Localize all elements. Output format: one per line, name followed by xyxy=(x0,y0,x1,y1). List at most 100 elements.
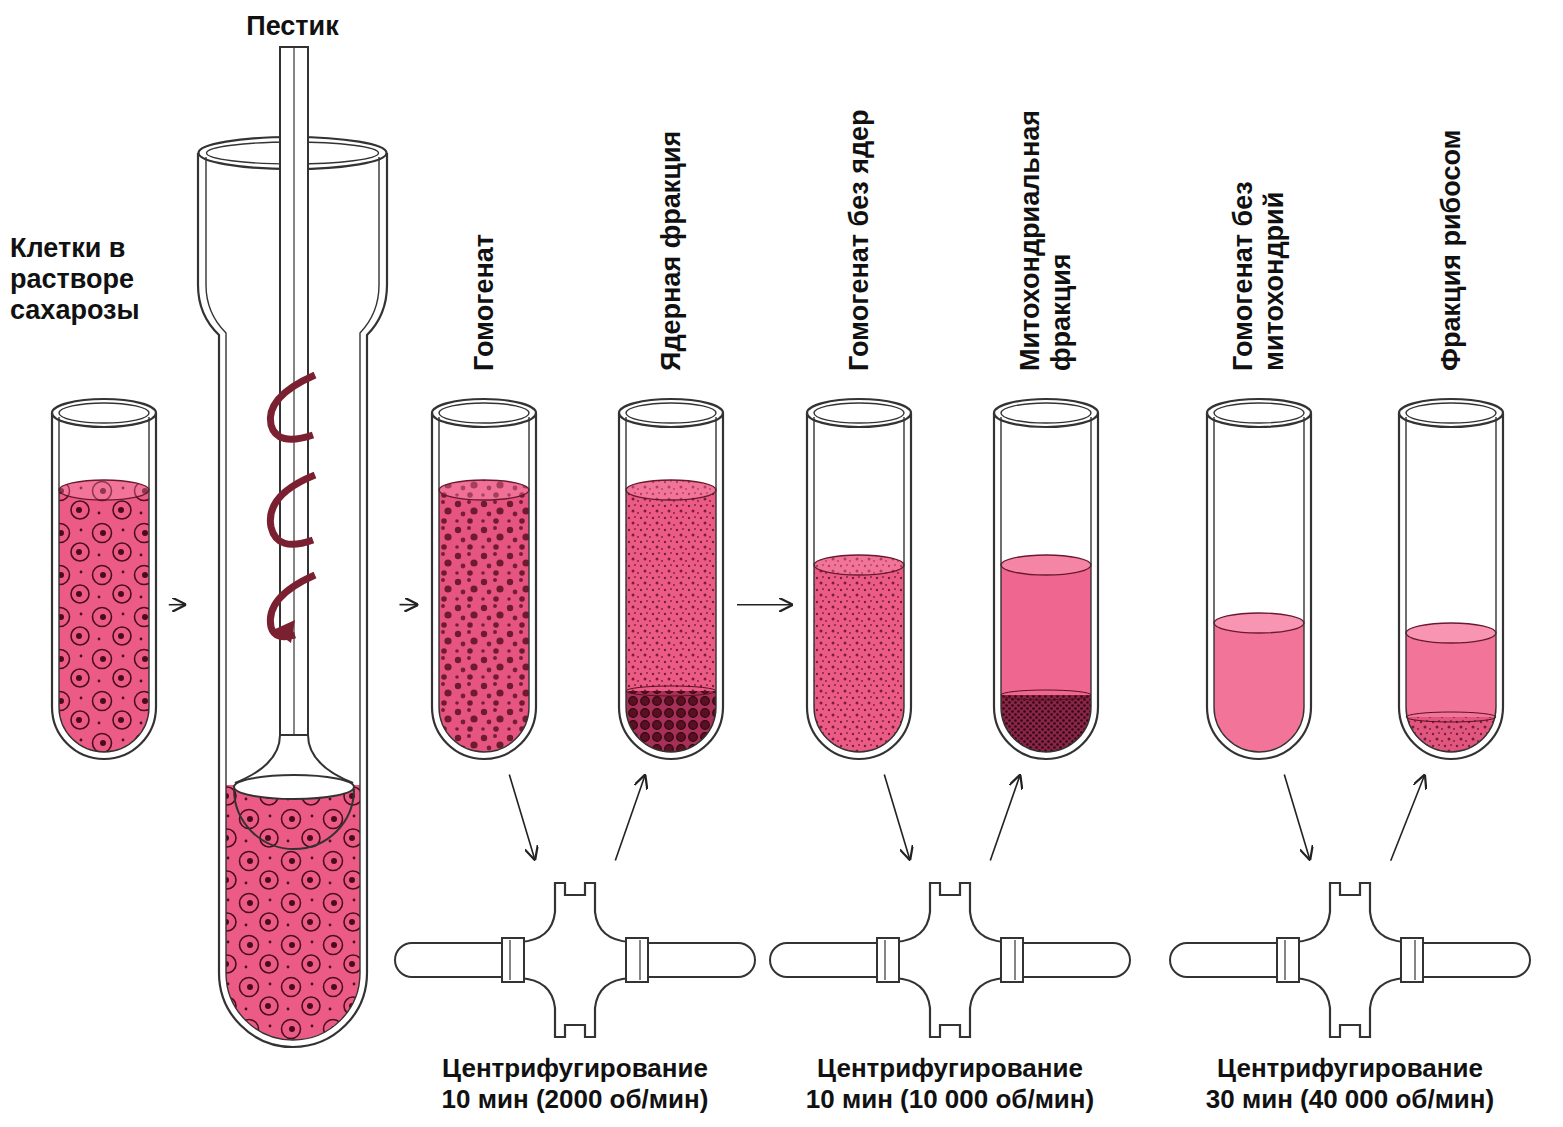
homogenizer-liquid xyxy=(226,785,360,1040)
test-tube xyxy=(803,395,915,765)
tube-rim-inner xyxy=(1001,403,1091,423)
flow-arrow xyxy=(990,774,1020,860)
test-tube: Клетки в растворе сахарозы xyxy=(48,395,160,765)
tube-holder xyxy=(1001,938,1023,982)
holder-line xyxy=(1014,940,1015,980)
sediment-particles xyxy=(1001,695,1091,752)
tube-holder xyxy=(502,938,524,982)
liquid-surface xyxy=(626,480,716,500)
sediment-particles xyxy=(1406,707,1496,752)
test-tube: Гомогенат без митохондрий xyxy=(1203,395,1315,765)
rotor-body xyxy=(895,883,1005,1037)
tube-label: Клетки в растворе сахарозы xyxy=(10,233,180,326)
sediment xyxy=(1406,707,1496,752)
liquid-surface xyxy=(1406,623,1496,643)
tube-liquid xyxy=(1214,623,1304,752)
holder-line xyxy=(884,940,885,980)
liquid-particles xyxy=(439,490,529,752)
centrifuge-caption: Центрифугирование 10 мин (10 000 об/мин) xyxy=(805,1053,1095,1115)
flow-arrow xyxy=(737,604,793,606)
tube-label: Фракция рибосом xyxy=(1436,31,1467,371)
tube-inner-wall xyxy=(1214,417,1304,752)
tube-inner-wall xyxy=(59,417,149,752)
tube-inner-wall xyxy=(814,417,904,752)
test-tube xyxy=(615,395,727,765)
tube-rim-inner xyxy=(1214,403,1304,423)
flow-arrow xyxy=(1391,774,1425,860)
tube-label: Гомогенат без митохондрий xyxy=(1228,31,1290,371)
liquid-particles xyxy=(814,565,904,752)
liquid-surface xyxy=(1214,613,1304,633)
tube-rim xyxy=(994,399,1098,427)
liquid-surface xyxy=(59,480,149,500)
sediment-top xyxy=(1406,712,1496,722)
tube-glass xyxy=(807,413,911,759)
centrifuge-caption: Центрифугирование 30 мин (40 000 об/мин) xyxy=(1205,1053,1495,1115)
tube-label: Ядерная фракция xyxy=(656,31,687,371)
tube-label: Митохондриальная фракция xyxy=(1015,31,1077,371)
liquid-particles xyxy=(626,490,716,752)
tube-glass xyxy=(432,413,536,759)
tube-liquid xyxy=(1406,633,1496,752)
tube-label: Гомогенат xyxy=(469,31,500,371)
tube-liquid xyxy=(814,565,904,752)
test-tube xyxy=(48,395,160,765)
flow-arrow xyxy=(1284,775,1310,861)
tube-liquid xyxy=(1001,565,1091,752)
tube-liquid xyxy=(59,490,149,752)
test-tube xyxy=(428,395,540,765)
tube-inner-wall xyxy=(626,417,716,752)
holder-line xyxy=(1414,940,1415,980)
tube-rim xyxy=(619,399,723,427)
centrifuge-rotor xyxy=(1165,870,1535,1050)
tube-rim xyxy=(432,399,536,427)
rotor-body xyxy=(1295,883,1405,1037)
tube-inner-wall xyxy=(439,417,529,752)
test-tube xyxy=(1203,395,1315,765)
flow-arrow xyxy=(509,775,535,861)
test-tube: Гомогенат без ядер xyxy=(803,395,915,765)
tube-rim-inner xyxy=(626,403,716,423)
test-tube: Митохондриальная фракция xyxy=(990,395,1102,765)
tube-glass xyxy=(994,413,1098,759)
tube-label: Гомогенат без ядер xyxy=(844,31,875,371)
liquid-surface xyxy=(814,555,904,575)
surface-particles xyxy=(439,480,529,500)
sediment-top xyxy=(626,686,716,696)
surface-particles xyxy=(59,480,149,500)
liquid-particles xyxy=(59,490,149,752)
holder-line xyxy=(639,940,640,980)
rotor-body xyxy=(520,883,630,1037)
flow-arrow xyxy=(169,604,187,606)
tube-liquid xyxy=(626,490,716,752)
centrifuge: Центрифугирование 10 мин (10 000 об/мин) xyxy=(765,870,1135,1125)
tube-liquid xyxy=(439,490,529,752)
liquid-surface xyxy=(439,480,529,500)
tube-glass xyxy=(52,413,156,759)
tube-holder xyxy=(626,938,648,982)
centrifuge: Центрифугирование 10 мин (2000 об/мин) xyxy=(390,870,760,1125)
tube-rim-inner xyxy=(59,403,149,423)
tube-glass xyxy=(619,413,723,759)
tube-rim-inner xyxy=(1406,403,1496,423)
flow-arrow xyxy=(884,775,910,861)
centrifuge-rotor xyxy=(390,870,760,1050)
centrifuge-rotor xyxy=(765,870,1135,1050)
sediment-top xyxy=(1001,690,1091,700)
test-tube: Гомогенат xyxy=(428,395,540,765)
holder-line xyxy=(509,940,510,980)
tube-holder xyxy=(1277,938,1299,982)
tube-glass xyxy=(1399,413,1503,759)
centrifuge-caption: Центрифугирование 10 мин (2000 об/мин) xyxy=(441,1053,709,1115)
flow-arrow xyxy=(400,604,419,606)
sediment xyxy=(1001,695,1091,752)
spiral-arrowhead xyxy=(273,620,295,643)
tube-inner-wall xyxy=(1406,417,1496,752)
homogenizer: Пестик xyxy=(195,135,390,1045)
tube-holder xyxy=(1401,938,1423,982)
tube-holder xyxy=(877,938,899,982)
tube-label: Пестик xyxy=(195,11,390,42)
tube-glass xyxy=(1207,413,1311,759)
sediment xyxy=(626,691,716,752)
tube-rim-inner xyxy=(439,403,529,423)
